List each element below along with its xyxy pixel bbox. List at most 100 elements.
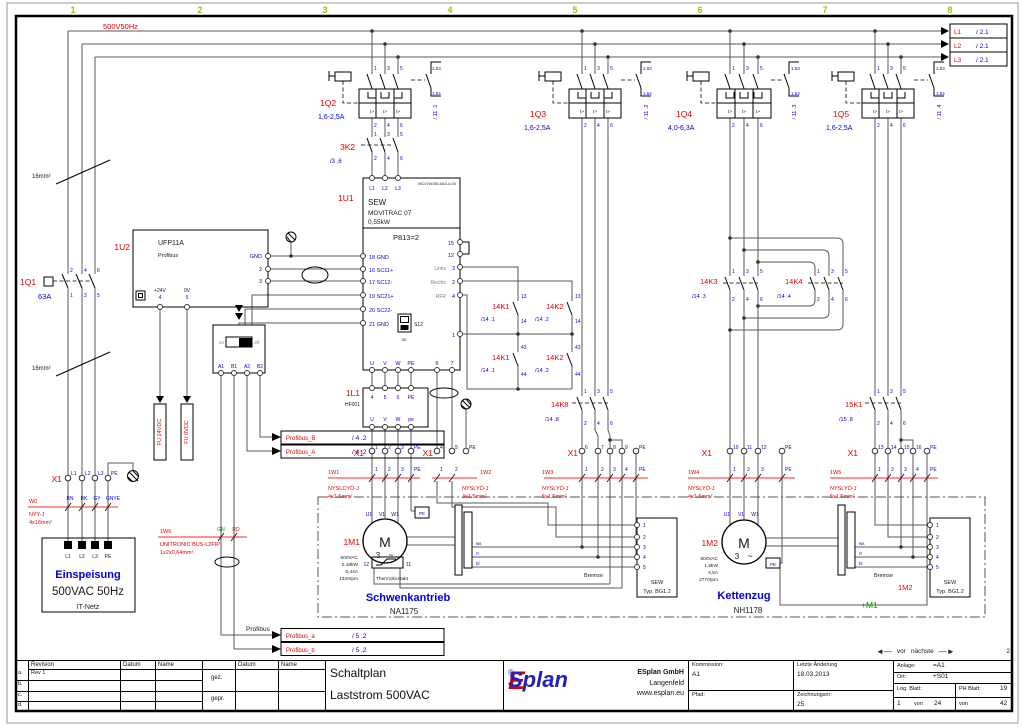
schematic-label: 1 (440, 467, 443, 473)
inverter-power: 0,55kW (368, 219, 391, 226)
next-page-label[interactable]: nächste (910, 647, 934, 655)
schematic-label: 7 (450, 361, 453, 367)
device-1q2: 1Q2 (320, 98, 336, 108)
schematic-label: PE (419, 511, 425, 516)
next-page-button[interactable]: —► (938, 646, 955, 656)
schematic-label: UNITRONIC BUS-L2FIP (160, 542, 220, 548)
brake2-device-tag: 1M2 (898, 583, 913, 592)
schematic-label: 6 (610, 123, 613, 129)
schematic-label: I> (728, 109, 732, 115)
schematic-label: GND (250, 254, 262, 260)
schematic-label: RFR (436, 294, 447, 300)
schematic-label: 1 (878, 467, 881, 473)
rating-1q2: 1,6-2,5A (318, 114, 345, 121)
schematic-label: 2 (732, 297, 735, 303)
schematic-label: 5 (903, 389, 906, 395)
schematic-label: 6 (760, 297, 763, 303)
wires (67, 30, 941, 650)
ort-value: +S01 (933, 673, 949, 680)
schematic-label: PE (105, 554, 112, 560)
schematic-label: 5 (400, 66, 403, 72)
terminal-x1-brake2: X1 (848, 448, 859, 458)
schematic-label: 5 (760, 66, 763, 72)
schematic-label: 1.54 (643, 91, 652, 96)
schematic-label: BN (67, 496, 74, 502)
schematic-label: 14 (575, 319, 581, 325)
schematic-label: 3 (936, 545, 939, 551)
schematic-label: I> (873, 109, 877, 115)
device-1q1: 1Q1 (20, 277, 36, 287)
motor2-pe-box (765, 557, 781, 569)
rev-row-d: d. (18, 702, 23, 708)
log-blatt-total: 24 (934, 700, 942, 707)
schematic-label: 3 (904, 467, 907, 473)
motor1-location: NA1175 (390, 607, 419, 616)
motor-m-glyph: M (738, 535, 750, 551)
schematic-label: 5 (903, 66, 906, 72)
motor2-function: Kettenzug (717, 590, 770, 602)
anlage-label: Anlage: (897, 663, 916, 669)
schematic-label: on (401, 337, 407, 342)
schematic-label: 4 (440, 445, 443, 451)
prev-page-button[interactable]: ◄— (876, 646, 892, 656)
schematic-label: 1 (70, 293, 73, 299)
schematic-label: 13 (521, 294, 527, 300)
gez-label: gez. (211, 675, 223, 681)
schematic-label: 14K2 (546, 353, 564, 362)
schematic-label: 3 (890, 66, 893, 72)
company-name: ESplan GmbH (637, 669, 684, 676)
schematic-label: GNYE (106, 496, 121, 502)
feed-box (41, 537, 136, 613)
schematic-label: NYY-J (29, 512, 45, 518)
schematic-label: I> (593, 109, 597, 115)
ph-blatt-value: 19 (1000, 685, 1008, 692)
schematic-label: 44 (575, 372, 581, 378)
schematic-label: I> (756, 109, 760, 115)
prev-page-label[interactable]: vor (896, 647, 906, 655)
schematic-label: 2 (70, 268, 73, 274)
schematic-label: SEW (944, 580, 957, 586)
schematic-label: 5 (186, 295, 189, 301)
schematic-label: SEW (651, 580, 664, 586)
schematic-label: /14 .2 (535, 317, 549, 323)
terminal-circles (64, 447, 931, 482)
schematic-label: 2 (388, 445, 391, 451)
schematic-label: 15 (448, 241, 454, 247)
schematic-label: 3 (401, 467, 404, 473)
motor-m-glyph: M (379, 534, 391, 550)
schematic-label: NYSLYÖ-J (830, 485, 857, 492)
thermo-contact-label: Thermokontakt (376, 576, 409, 582)
schematic-label: 4 (831, 297, 834, 303)
schematic-label: / 11 .3 (792, 105, 798, 120)
schematic-label: 5 (610, 389, 613, 395)
schematic-label: 3 (376, 551, 381, 560)
schematic-label: 4x1,5mm² (688, 494, 713, 500)
symbols (41, 23, 1008, 656)
schematic-label: 3 (890, 389, 893, 395)
schematic-label: 4 (890, 123, 893, 129)
schematic-label: 6 (760, 123, 763, 129)
schematic-label: 12 (363, 562, 369, 568)
schematic-label: W (395, 361, 401, 367)
schematic-label: 1.54 (791, 91, 800, 96)
schematic-label: 6 (585, 445, 588, 451)
schematic-label: 1 (585, 467, 588, 473)
schematic-label: / 11 .2 (644, 105, 650, 120)
schematic-label: L1 (71, 471, 77, 477)
ort-label: Ort: (897, 674, 907, 680)
schematic-label: 1 (374, 66, 377, 72)
feed-title: Einspeisung (55, 569, 120, 581)
schematic-label: 2 (584, 421, 587, 427)
offpage-ref-l3: L3 (954, 57, 962, 64)
brake-disc-1 (454, 504, 473, 576)
schematic-label: /14 .1 (481, 368, 495, 374)
brake1-type: Typ. BG1.2 (643, 589, 671, 595)
schematic-label: / 11 .4 (937, 105, 943, 120)
twisted-pair-icon (214, 556, 240, 568)
schematic-label: 4 (387, 156, 390, 162)
sign-name-header: Name (281, 662, 298, 668)
schematic-label: 2 (936, 535, 939, 541)
schematic-label: 3 (387, 132, 390, 138)
contactor-15k1 (869, 396, 902, 411)
schematic-label: /14 .4 (777, 294, 791, 300)
